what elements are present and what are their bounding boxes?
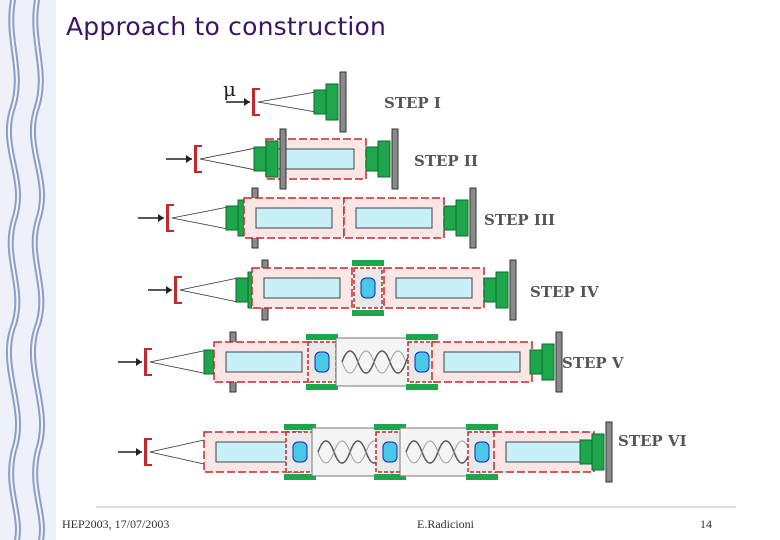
beam-symbol-mu: μ — [223, 77, 236, 101]
slide-title: Approach to construction — [66, 12, 387, 41]
step-vi-label: STEP VI — [618, 432, 687, 450]
step-v-diagram: STEP V — [118, 331, 624, 393]
step-iv-diagram: STEP IV — [148, 259, 599, 321]
step-iii-label: STEP III — [484, 211, 555, 229]
step-ii-label: STEP II — [414, 152, 478, 170]
footer-author: E.Radicioni — [417, 517, 474, 531]
footer-divider — [96, 506, 736, 508]
left-ribbon-decoration — [0, 0, 56, 540]
step-i-diagram: μ STEP I — [223, 71, 441, 133]
step-iv-label: STEP IV — [530, 283, 599, 301]
step-vi-diagram: STEP VI — [118, 421, 687, 483]
step-iii-diagram: STEP III — [138, 187, 555, 249]
footer-page-number: 14 — [700, 517, 712, 531]
step-v-label: STEP V — [562, 354, 624, 372]
step-ii-diagram: STEP II — [166, 128, 478, 190]
footer-conference: HEP2003, 17/07/2003 — [62, 517, 170, 531]
step-i-label: STEP I — [384, 94, 441, 112]
construction-steps-figure: μ STEP I STEP II STEP III — [118, 71, 687, 483]
